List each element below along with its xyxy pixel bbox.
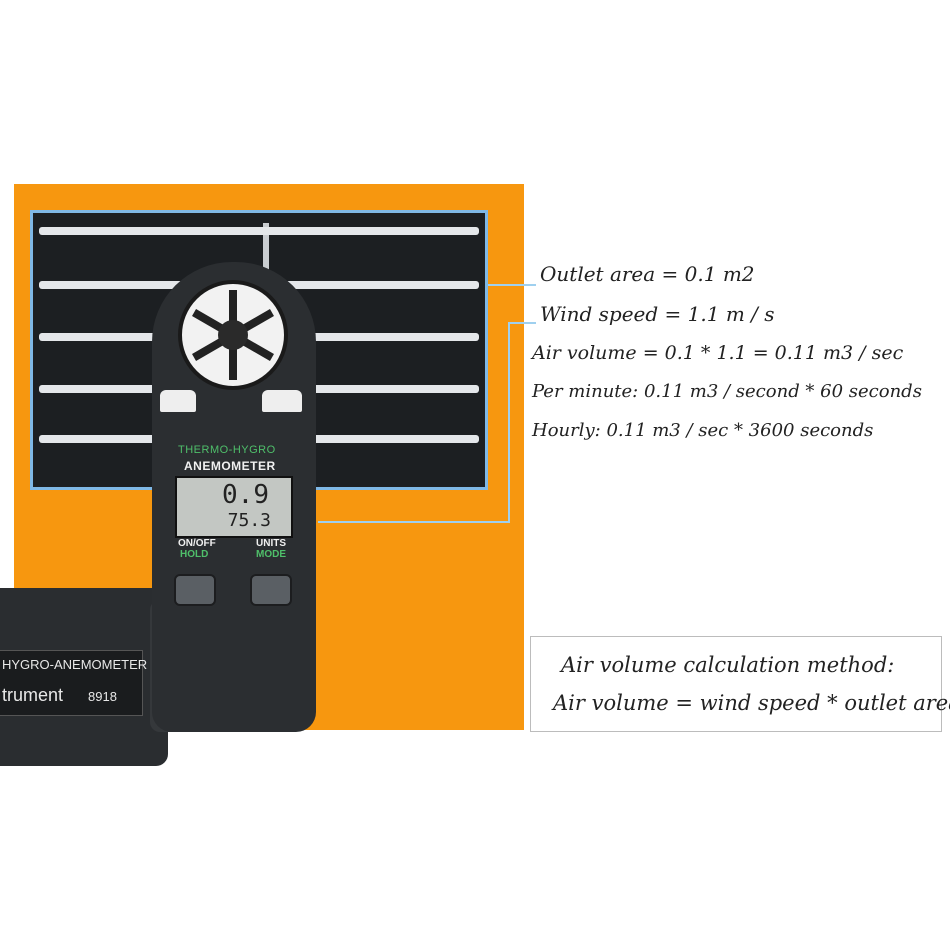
device-brand-line2: ANEMOMETER (184, 459, 276, 473)
callout-line (508, 322, 510, 522)
mode-label: MODE (256, 549, 286, 560)
note-wind-speed: Wind speed = 1.1 m / s (540, 302, 775, 326)
case-label-text: trument (2, 685, 64, 705)
callout-line (508, 322, 536, 324)
callout-line (488, 284, 536, 286)
callout-line (318, 521, 510, 523)
note-outlet-area: Outlet area = 0.1 m2 (540, 262, 755, 286)
method-box: Air volume calculation method: Air volum… (530, 636, 950, 732)
note-air-volume: Air volume = 0.1 * 1.1 = 0.11 m3 / sec (532, 342, 904, 364)
device-brand-line1: THERMO-HYGRO (178, 444, 276, 456)
vent-slat (39, 227, 479, 235)
method-title: Air volume calculation method: (561, 653, 895, 677)
lcd-display: 0.9 75.3 (175, 476, 293, 538)
fan-hub (218, 320, 248, 350)
onoff-button[interactable] (174, 574, 216, 606)
note-hourly: Hourly: 0.11 m3 / sec * 3600 seconds (532, 420, 874, 441)
case-label: HYGRO-ANEMOMETER trument 8918 (0, 650, 147, 716)
hold-label: HOLD (180, 549, 209, 560)
fan-icon (178, 280, 288, 390)
lcd-reading-top: 0.9 (222, 480, 269, 510)
units-label: UNITS (256, 538, 286, 549)
lcd-reading-bottom: 75.3 (227, 510, 271, 531)
method-formula: Air volume = wind speed * outlet area (553, 691, 950, 715)
sensor-tab-left (160, 390, 196, 412)
onoff-label: ON/OFF (178, 538, 216, 549)
units-button[interactable] (250, 574, 292, 606)
note-per-minute: Per minute: 0.11 m3 / second * 60 second… (532, 381, 922, 402)
case-label-brand: HYGRO-ANEMOMETER (2, 657, 148, 672)
case-label-model: 8918 (88, 689, 117, 704)
sensor-tab-right (262, 390, 302, 412)
